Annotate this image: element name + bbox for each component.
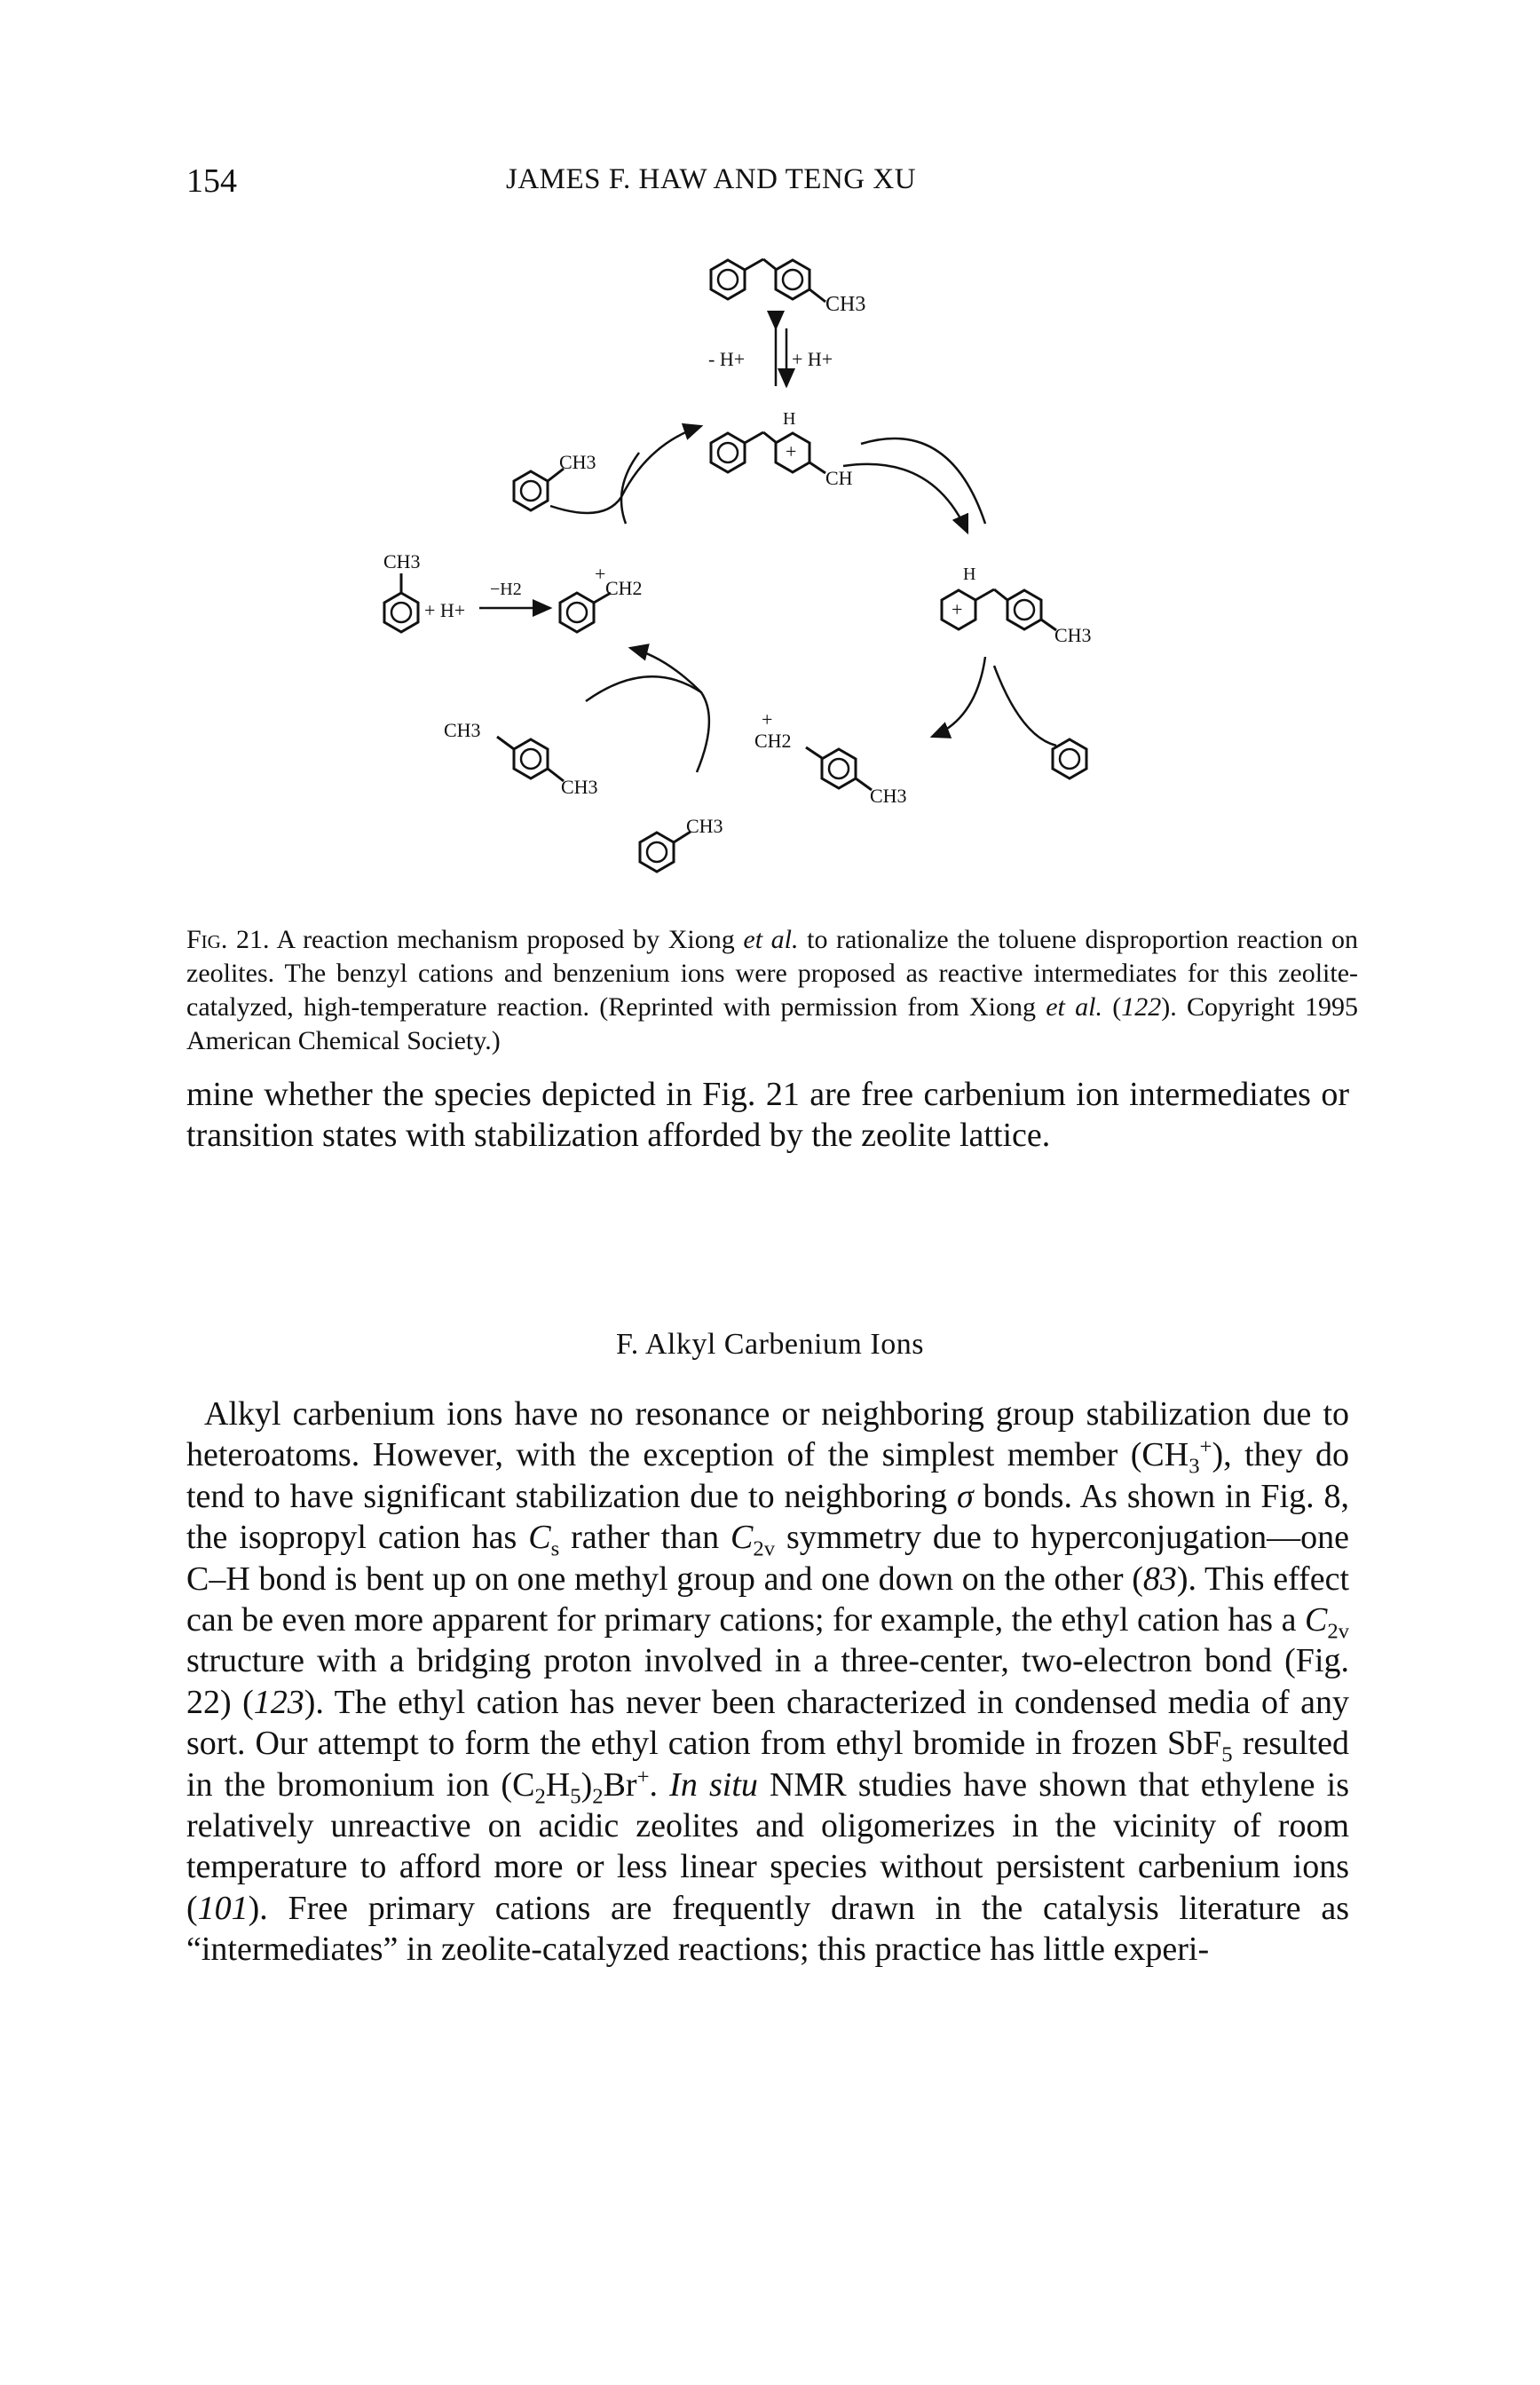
text-run: H (545, 1765, 571, 1804)
reference: 123 (253, 1683, 304, 1721)
cycle-arrow-lower-mid (585, 675, 711, 773)
h-label: H (963, 565, 975, 584)
benzyl-cation: CH2 + (558, 563, 643, 634)
in-situ: In situ (669, 1765, 758, 1804)
paragraph-alkyl-carbenium: Alkyl carbenium ions have no resonance o… (186, 1394, 1349, 1970)
symmetry-symbol: C (528, 1519, 551, 1557)
text-run: resulted in the bromonium ion (C (186, 1725, 1349, 1804)
text-run: structure with a bridging proton involve… (186, 1642, 1349, 1721)
benzenium-ion-right: + H CH3 (940, 565, 1092, 646)
text-run: NMR studies have shown that ethylene is … (186, 1765, 1350, 1927)
plus-label: + (595, 563, 605, 585)
ch3-label: CH3 (1054, 624, 1092, 646)
subscript: 3 (1189, 1455, 1200, 1479)
cycle-arrow-top-right (842, 462, 969, 535)
caption-text: A reaction mechanism proposed by Xiong (276, 925, 744, 954)
ch3-label: CH3 (870, 785, 907, 807)
plus-h-plus-label: + H+ (792, 348, 833, 370)
text-run: ). Free primary cations are frequently d… (186, 1889, 1349, 1969)
h-label: H (783, 409, 795, 429)
caption-text: ( (1102, 992, 1122, 1022)
subscript: 2v (1327, 1619, 1349, 1644)
caption-etal: et al. (743, 925, 799, 954)
caption-text: to rationalize the toluene disproportion… (186, 925, 1358, 1022)
cycle-arrow-lower-right (929, 656, 987, 738)
subscript: s (550, 1536, 560, 1561)
ch3-label: CH3 (686, 815, 723, 837)
caption-text: ). Copyright 1995 American Chemical Soci… (186, 992, 1358, 1055)
equilibrium-arrows: - H+ + H+ (708, 311, 833, 389)
superscript: + (1199, 1434, 1212, 1459)
toluene-plus-proton: CH3 + H+ −H2 (383, 550, 553, 634)
plus-label: + (952, 598, 962, 620)
section-heading: F. Alkyl Carbenium Ions (616, 1328, 924, 1361)
reference: 101 (197, 1889, 249, 1927)
minus-h2-label: −H2 (490, 580, 522, 599)
toluene-upper-left: CH3 (512, 451, 596, 512)
benzenium-ion-top: + H CH (709, 409, 853, 489)
running-head: JAMES F. HAW AND TENG XU (506, 163, 917, 195)
figure-label: Fig. 21. (186, 925, 270, 954)
superscript: + (636, 1765, 650, 1789)
text-run: ). The ethyl cation has never been chara… (186, 1683, 1349, 1763)
reference: 83 (1142, 1560, 1177, 1598)
text-run: symmetry due to hyperconjugation—one C–H… (186, 1519, 1349, 1598)
benzene-right (1051, 738, 1088, 780)
minus-h-plus-label: - H+ (708, 348, 745, 370)
figure-caption: Fig. 21. A reaction mechanism proposed b… (186, 923, 1358, 1058)
ch2-label: CH2 (754, 730, 792, 752)
ch-label: CH (825, 467, 853, 489)
text-run: rather than (559, 1519, 731, 1557)
plus-label: + (762, 708, 772, 731)
product-molecule-top: CH3 (709, 257, 865, 316)
cycle-arrow-lower-right-2 (992, 665, 1057, 747)
page-number: 154 (186, 162, 237, 200)
paragraph-continuation: mine whether the species depicted in Fig… (186, 1076, 1349, 1155)
ch3-label: CH3 (444, 719, 481, 741)
ch3-label: CH3 (383, 550, 421, 573)
symmetry-symbol: C (1304, 1601, 1328, 1639)
text-run: ) (580, 1765, 593, 1804)
reaction-scheme: CH3 - H+ + H+ + H CH CH3 (383, 257, 1092, 873)
text-run: bonds. As shown in Fig. 8, the isopropyl… (186, 1477, 1349, 1557)
cycle-arrow-lower-left (628, 644, 702, 693)
text-run: . (649, 1765, 670, 1804)
ch3-label: CH3 (825, 293, 865, 316)
xylene-lower-left: CH3 CH3 (444, 719, 598, 798)
text-run: Br (603, 1765, 637, 1804)
ch3-label: CH3 (559, 451, 596, 473)
text-run: ). This effect can be even more apparent… (186, 1560, 1350, 1639)
subscript: 2v (753, 1536, 776, 1561)
caption-etal: et al. (1046, 992, 1102, 1022)
sigma-symbol: σ (957, 1477, 974, 1515)
ch2-label: CH2 (605, 577, 643, 599)
subscript: 2 (592, 1784, 604, 1809)
subscript: 5 (1221, 1742, 1233, 1767)
cycle-arrow-inner (620, 452, 641, 525)
plus-h-plus-left-label: + H+ (424, 599, 465, 621)
plus-label: + (786, 440, 796, 462)
subscript: 5 (570, 1784, 581, 1809)
cycle-arrow-top-right-2 (860, 437, 987, 525)
toluene-bottom: CH3 (638, 815, 723, 873)
methylbenzyl-cation: + CH2 CH3 (754, 708, 907, 807)
text-run: Alkyl carbenium ions have no resonance o… (186, 1395, 1349, 1474)
reaction-mechanism-figure: CH3 - H+ + H+ + H CH CH3 (382, 240, 1163, 914)
ch3-label: CH3 (561, 776, 598, 798)
subscript: 2 (534, 1784, 546, 1809)
symmetry-symbol: C (731, 1519, 754, 1557)
page-header: 154 JAMES F. HAW AND TENG XU (0, 162, 1540, 215)
text-run: ), they do tend to have significant stab… (186, 1436, 1350, 1515)
caption-reference: 122 (1121, 992, 1162, 1022)
